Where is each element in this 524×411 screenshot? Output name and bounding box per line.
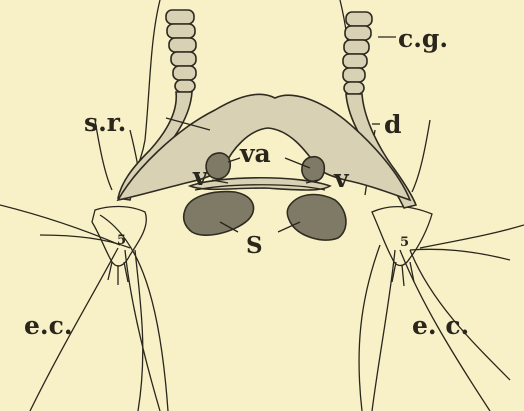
label-duct: d	[384, 110, 401, 139]
sac-right	[287, 195, 346, 241]
colleterial-gland-left	[166, 10, 196, 92]
label-sacs: S	[246, 232, 263, 259]
label-cerci-left: e.c.	[24, 311, 73, 340]
vagina-lobe-left	[206, 153, 230, 179]
label-valve-left: v	[192, 162, 209, 191]
cerci-left	[0, 205, 168, 411]
label-segment-right: 5	[400, 235, 409, 250]
colleterial-gland-right	[343, 12, 372, 94]
label-vagina: va	[239, 139, 271, 168]
label-segment-left: 5	[117, 233, 126, 248]
label-cerci-right: e. c.	[412, 311, 469, 340]
sac-left	[184, 192, 254, 236]
label-receptaculum: s.r.	[84, 108, 126, 137]
vagina-lobe-right	[302, 157, 324, 182]
label-colleterial-gland: c.g.	[398, 24, 448, 53]
label-valve-right: v	[333, 164, 350, 193]
